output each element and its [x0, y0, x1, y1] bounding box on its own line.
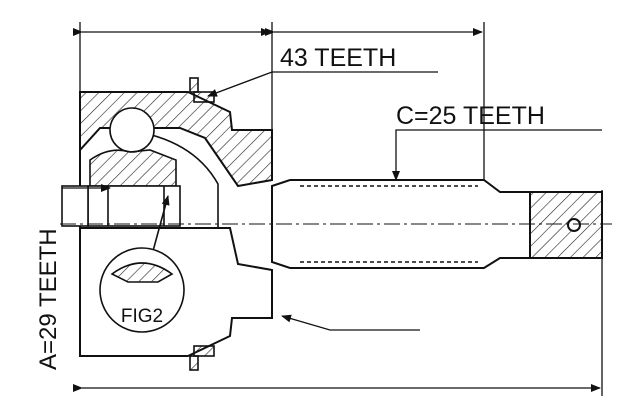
- ball: [109, 107, 155, 153]
- boot-leader: [281, 314, 420, 331]
- ring-top-flange: [193, 91, 215, 103]
- fig2-label: FIG2: [121, 306, 163, 327]
- shaft-teeth-leader: [392, 129, 602, 181]
- outer-teeth-leader: [207, 71, 438, 97]
- ring-bottom: [189, 355, 199, 371]
- stub-shaft: [271, 179, 603, 269]
- abs-ring: [189, 77, 215, 371]
- ring-bottom-flange: [193, 345, 215, 357]
- shaft-teeth-label: C=25 TEETH: [396, 102, 545, 130]
- inner-race: [61, 107, 181, 227]
- inner-spline: [61, 185, 89, 227]
- ball-cage: [89, 149, 177, 187]
- fig2-detail: FIG2: [99, 195, 185, 333]
- inner-hub: [87, 185, 181, 227]
- leaders: [62, 71, 602, 331]
- threaded-end: [529, 191, 603, 259]
- cotter-hole: [567, 218, 581, 232]
- outer-teeth-label: 43 TEETH: [280, 44, 396, 72]
- fig2-hatched-tooth: [110, 262, 174, 283]
- inner-teeth-label: A=29 TEETH: [35, 228, 62, 370]
- ring-top: [189, 77, 199, 93]
